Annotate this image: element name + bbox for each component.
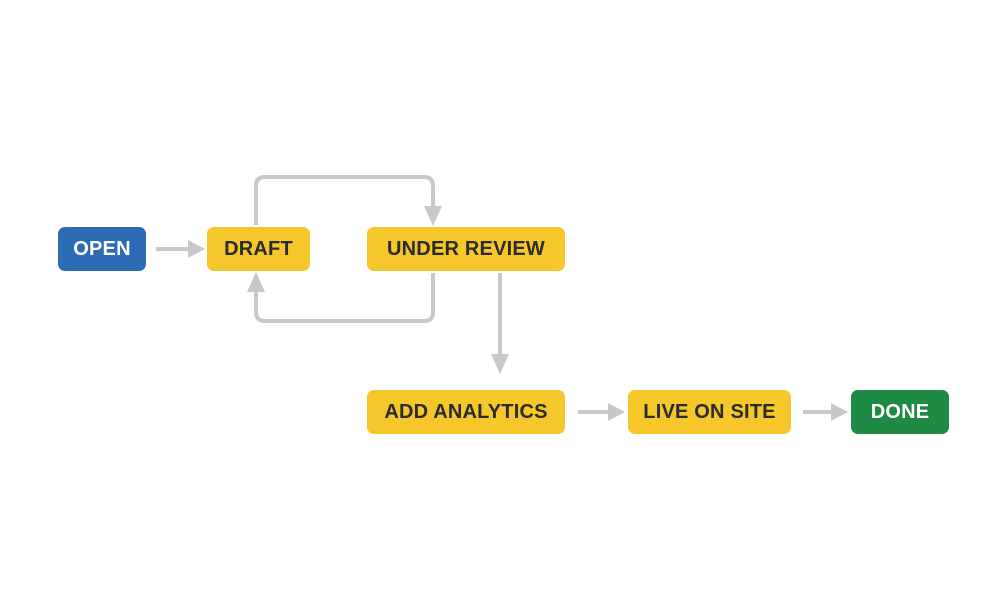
node-draft[interactable]: DRAFT [207, 227, 310, 271]
edge-under-review-to-draft-path [254, 273, 435, 323]
node-done-label: DONE [870, 401, 930, 423]
edge-live-on-site-to-done [803, 403, 848, 421]
node-add-analytics[interactable]: ADD ANALYTICS [367, 390, 565, 434]
edge-under-review-to-draft-arrowhead [247, 272, 265, 292]
node-done[interactable]: DONE [851, 390, 949, 434]
edge-draft-to-under-review [254, 175, 442, 226]
node-draft-label: DRAFT [224, 238, 293, 260]
node-live-on-site-label: LIVE ON SITE [643, 401, 776, 423]
node-add-analytics-label: ADD ANALYTICS [384, 401, 548, 423]
node-under-review[interactable]: UNDER REVIEW [367, 227, 565, 271]
node-open-label: OPEN [73, 238, 131, 260]
edge-under-review-to-draft [247, 272, 435, 323]
edge-open-to-draft-arrowhead [188, 240, 205, 258]
edge-draft-to-under-review-arrowhead [424, 206, 442, 226]
edge-add-analytics-to-live-on-site [578, 403, 625, 421]
edge-open-to-draft [156, 240, 205, 258]
edge-add-analytics-to-live-on-site-arrowhead [608, 403, 625, 421]
edge-under-review-to-add-analytics-arrowhead [491, 354, 509, 374]
node-under-review-label: UNDER REVIEW [387, 238, 545, 260]
node-open[interactable]: OPEN [58, 227, 146, 271]
node-live-on-site[interactable]: LIVE ON SITE [628, 390, 791, 434]
edge-under-review-to-add-analytics [491, 273, 509, 374]
edge-live-on-site-to-done-arrowhead [831, 403, 848, 421]
edge-draft-to-under-review-path [254, 175, 435, 225]
